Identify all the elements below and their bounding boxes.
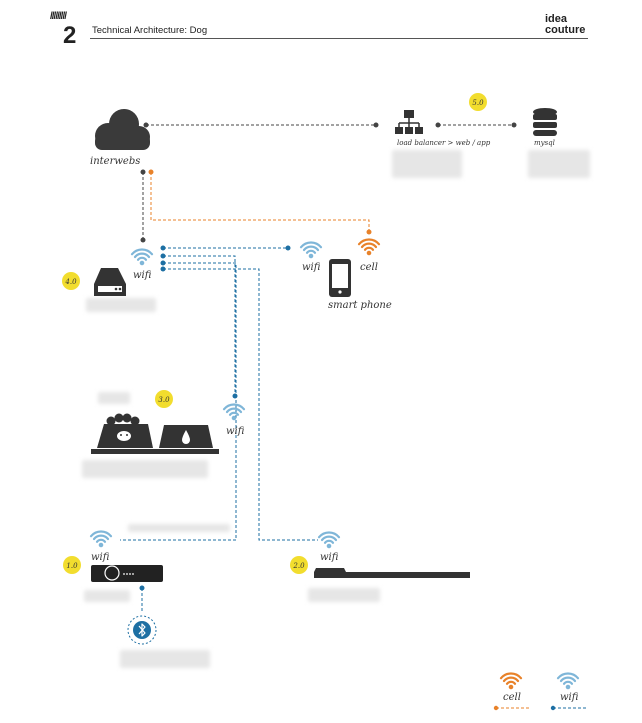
legend: cell wifi bbox=[493, 672, 588, 711]
interwebs-label: interwebs bbox=[90, 156, 140, 167]
line-dot bbox=[493, 705, 499, 711]
line-router-to-bowls bbox=[163, 255, 236, 396]
bowls-wifi-label: wifi bbox=[226, 426, 245, 437]
load-balancer-label: load balancer > web / app bbox=[397, 139, 491, 147]
router-wifi-icon bbox=[130, 248, 154, 266]
brand-line-1: idea bbox=[545, 13, 568, 25]
dog-mat-icon bbox=[314, 568, 470, 578]
bowls-wifi-icon bbox=[222, 403, 246, 421]
router-icon bbox=[94, 268, 126, 296]
bowl-mat bbox=[91, 449, 219, 454]
brand-line-2: couture bbox=[545, 24, 586, 36]
blurred-caption bbox=[86, 298, 156, 312]
line-router-to-collar bbox=[120, 262, 237, 541]
collar-device-icon bbox=[91, 565, 163, 582]
badge-4-label: 4.0 bbox=[64, 278, 77, 286]
line-router-to-mat bbox=[163, 268, 318, 541]
smart-phone-icon bbox=[329, 259, 351, 297]
line-dot bbox=[148, 169, 154, 175]
mat-wifi-icon bbox=[317, 531, 341, 549]
header-slashes: ///////// bbox=[50, 11, 67, 22]
line-dot bbox=[160, 245, 166, 251]
line-dot bbox=[143, 122, 149, 128]
blurred-caption bbox=[528, 150, 590, 178]
blurred-caption bbox=[98, 392, 130, 404]
page-title: Technical Architecture: Dog bbox=[92, 25, 208, 36]
badge-1: 1.0 bbox=[63, 556, 81, 574]
bluetooth-icon bbox=[127, 615, 157, 645]
cloud-icon bbox=[95, 109, 150, 150]
collar-wifi-label: wifi bbox=[91, 552, 110, 563]
blurred-caption bbox=[392, 150, 462, 178]
line-dot bbox=[160, 266, 166, 272]
router-wifi-label: wifi bbox=[133, 270, 152, 281]
line-dot bbox=[435, 122, 441, 128]
smart-phone-label: smart phone bbox=[328, 300, 392, 311]
line-dot bbox=[139, 585, 145, 591]
badge-5: 5.0 bbox=[469, 93, 487, 111]
database-icon bbox=[533, 108, 557, 136]
brand-logo: idea couture bbox=[545, 14, 585, 36]
legend-cell-icon bbox=[499, 672, 523, 690]
legend-wifi-icon bbox=[556, 672, 580, 690]
line-dot bbox=[285, 245, 291, 251]
line-dot bbox=[160, 253, 166, 259]
badge-5-label: 5.0 bbox=[472, 99, 484, 107]
line-cell bbox=[150, 172, 370, 232]
header-rule bbox=[90, 38, 588, 39]
load-balancer-icon bbox=[395, 110, 423, 134]
water-bowl-icon bbox=[159, 425, 213, 448]
phone-cell-icon bbox=[357, 238, 381, 256]
blurred-caption bbox=[82, 460, 208, 478]
collar-wifi-icon bbox=[89, 530, 113, 548]
badge-2-label: 2.0 bbox=[292, 562, 305, 570]
line-dot bbox=[366, 229, 372, 235]
page-number: 2 bbox=[63, 22, 77, 49]
badge-3: 3.0 bbox=[155, 390, 173, 408]
phone-wifi-label: wifi bbox=[302, 262, 321, 273]
line-dot bbox=[140, 169, 146, 175]
line-dot bbox=[160, 260, 166, 266]
mat-wifi-label: wifi bbox=[320, 552, 339, 563]
line-dot bbox=[232, 393, 238, 399]
line-dot bbox=[373, 122, 379, 128]
legend-cell-label: cell bbox=[503, 692, 521, 703]
blurred-caption bbox=[120, 650, 210, 668]
phone-cell-label: cell bbox=[360, 262, 378, 273]
badge-4: 4.0 bbox=[62, 272, 80, 290]
blurred-caption bbox=[128, 524, 230, 532]
badge-3-label: 3.0 bbox=[158, 396, 170, 404]
food-bowl-icon bbox=[97, 413, 153, 448]
line-dot bbox=[140, 237, 146, 243]
legend-wifi-label: wifi bbox=[560, 692, 579, 703]
phone-wifi-icon bbox=[299, 241, 323, 259]
blurred-caption bbox=[308, 588, 380, 602]
connection-lines bbox=[120, 122, 517, 612]
badge-1-label: 1.0 bbox=[66, 562, 78, 570]
line-dot bbox=[511, 122, 517, 128]
blurred-caption bbox=[84, 590, 130, 602]
badge-2: 2.0 bbox=[290, 556, 308, 574]
mysql-label: mysql bbox=[534, 139, 555, 147]
line-dot bbox=[550, 705, 556, 711]
